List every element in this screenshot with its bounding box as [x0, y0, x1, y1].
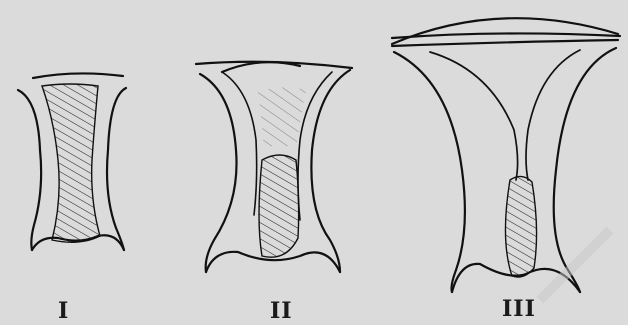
- panel-3-left-outer-wall: [394, 52, 465, 292]
- panel-2-right-outer-wall: [311, 70, 350, 272]
- panel-3-top-line-lower: [392, 40, 618, 46]
- panel-1-drawing: [18, 73, 126, 250]
- panel-1-left-outer-wall: [18, 90, 41, 250]
- panel-2-label: II: [270, 298, 293, 324]
- panel-3-inner-right: [526, 50, 580, 180]
- panel-2-top-arc: [222, 62, 300, 72]
- panel-2-cavity: [259, 155, 299, 257]
- panel-1-right-outer-wall: [107, 88, 126, 250]
- panel-3-cavity: [505, 176, 536, 277]
- panel-3-top-line: [392, 33, 620, 38]
- panel-1-cavity: [42, 84, 100, 242]
- panel-1-label: I: [58, 298, 69, 324]
- panel-2-upper-shading: [258, 87, 306, 150]
- scan-artifact-mark: [540, 230, 610, 300]
- panel-2-inner-left: [222, 72, 257, 215]
- panel-1-top-line: [33, 73, 123, 78]
- panel-2-drawing: [196, 62, 352, 272]
- panel-3-inner-left: [430, 52, 518, 180]
- panel-2-left-outer-wall: [200, 74, 237, 272]
- panel-3-label: III: [502, 296, 536, 322]
